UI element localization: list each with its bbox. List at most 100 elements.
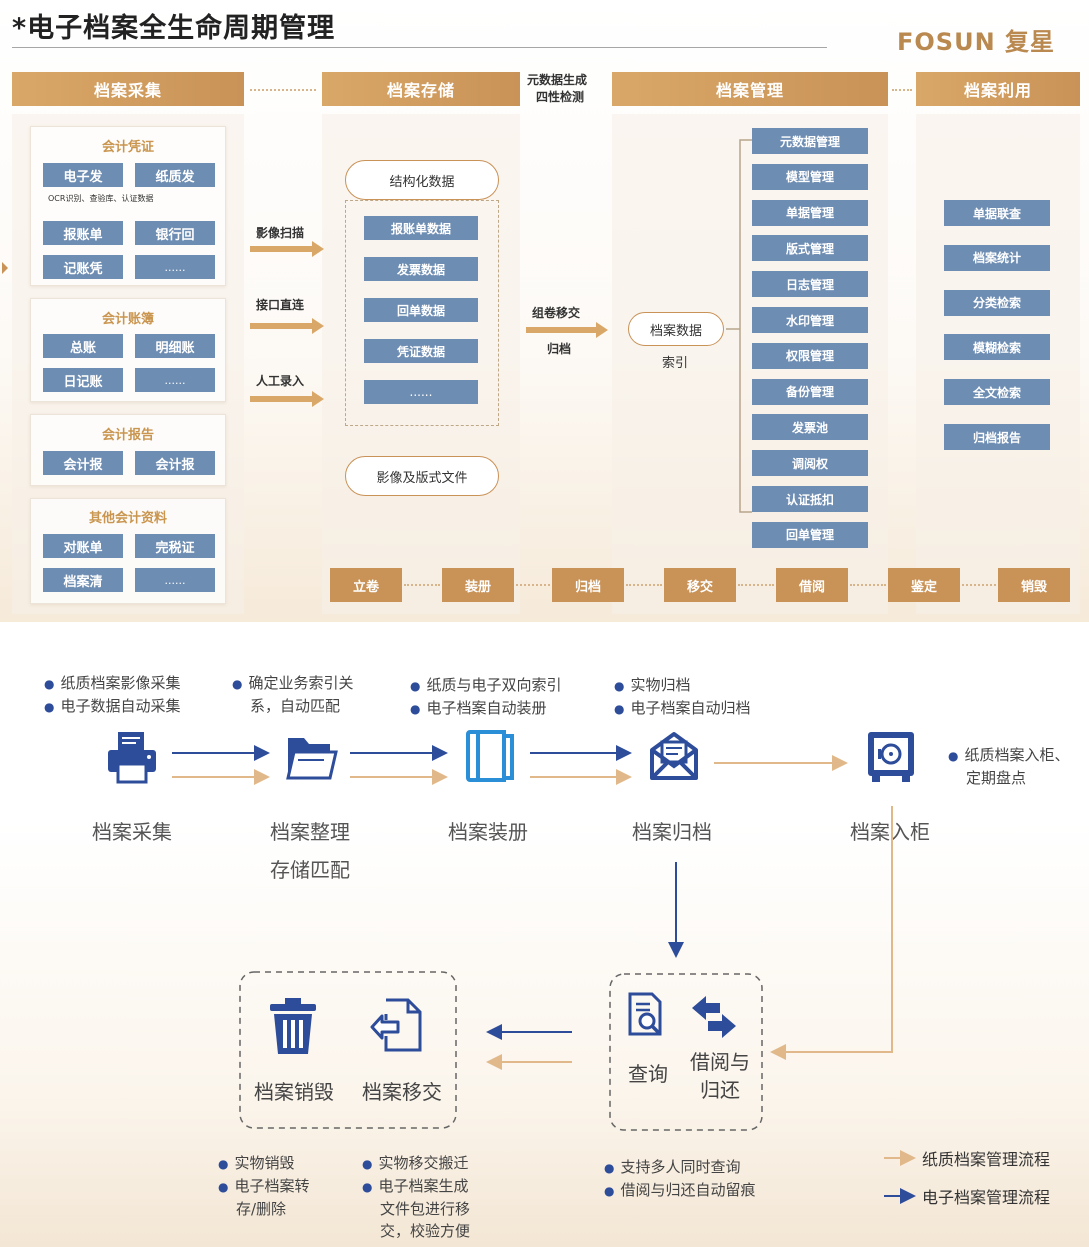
use-item: 档案统计 [944, 244, 1050, 271]
exchange-arrows-icon [692, 996, 736, 1038]
note-move: ●实物移交搬迁 ●电子档案生成 文件包进行移 交，校验方便 [362, 1154, 471, 1240]
stage-connector [250, 89, 316, 91]
flow-step-connector [850, 584, 886, 586]
manage-item: 发票池 [752, 414, 868, 441]
fosun-logo: FOSUN 复星 [897, 28, 1056, 56]
storage-item: 回单数据 [364, 298, 478, 322]
node-archive: 档案归档 [632, 820, 712, 844]
use-item: 模糊检索 [944, 334, 1050, 361]
use-column [916, 114, 1080, 614]
manage-item: 认证抵扣 [752, 486, 868, 512]
collect-item: 报账单 [43, 221, 123, 245]
flow-step-connector [404, 584, 440, 586]
flow-step-connector [626, 584, 662, 586]
collect-item-more: ...... [135, 568, 215, 592]
manage-bracket [726, 139, 752, 513]
page-title: *电子档案全生命周期管理 [12, 13, 336, 44]
archive-process-flow: ●纸质档案影像采集 ●电子数据自动采集 ●确定业务索引关 系，自动匹配 ●纸质与… [0, 640, 1089, 1247]
note-archive: ●实物归档 ●电子档案自动归档 [614, 676, 751, 717]
node-organize: 档案整理 [270, 820, 350, 844]
collect-item-more: ...... [135, 255, 215, 279]
note-collect: ●纸质档案影像采集 ●电子数据自动采集 [44, 674, 181, 715]
stage-collect: 档案采集 [12, 72, 244, 106]
collect-item: 记账凭 [43, 255, 123, 279]
node-cabinet: 档案入柜 [850, 820, 930, 844]
manage-item: 模型管理 [752, 163, 868, 190]
collect-item: 会计报 [43, 451, 123, 475]
stage-note-check: 四性检测 [536, 90, 585, 104]
bottom-flow-steps: 立卷装册归档移交借阅鉴定销毁 [0, 568, 1089, 604]
node-return: 归还 [700, 1078, 740, 1102]
document-search-icon [628, 992, 662, 1036]
flow-step: 归档 [552, 568, 624, 602]
collect-item: 总账 [43, 334, 123, 358]
node-move: 档案移交 [362, 1080, 442, 1104]
storage-item: 凭证数据 [364, 339, 478, 363]
manage-item: 水印管理 [752, 307, 868, 333]
group-title: 其他会计资料 [88, 511, 167, 526]
collect-item: 银行回 [135, 221, 215, 245]
node-destroy: 档案销毁 [254, 1080, 334, 1104]
legend-electronic: 电子档案管理流程 [922, 1188, 1051, 1207]
manage-item: 权限管理 [752, 342, 868, 369]
collect-item: 对账单 [43, 534, 123, 558]
manage-item: 备份管理 [752, 378, 868, 405]
manage-item: 调阅权 [752, 450, 868, 477]
node-collect: 档案采集 [92, 820, 172, 844]
use-item: 分类检索 [944, 289, 1050, 316]
node-borrow: 借阅与 [690, 1050, 750, 1074]
note-organize: ●确定业务索引关 系，自动匹配 [232, 674, 354, 715]
flow-arrows [172, 745, 916, 1204]
storage-item: 发票数据 [364, 257, 478, 281]
transfer-arrow [526, 322, 608, 338]
use-item: 全文检索 [944, 379, 1050, 406]
folder-icon [286, 738, 338, 780]
stage-connector [892, 89, 912, 91]
manage-item: 回单管理 [752, 521, 868, 548]
index-label: 索引 [662, 356, 689, 371]
stage-storage: 档案存储 [322, 72, 520, 106]
method-api-label: 接口直连 [256, 298, 305, 312]
manage-item: 单据管理 [752, 199, 868, 226]
group-title: 会计报告 [101, 428, 154, 443]
node-bind: 档案装册 [448, 820, 528, 844]
stage-use: 档案利用 [916, 72, 1080, 106]
trash-icon [270, 998, 316, 1054]
node-query: 查询 [628, 1062, 668, 1086]
archive-data-pill: 档案数据 [628, 312, 724, 346]
flow-step-connector [738, 584, 774, 586]
flow-step: 移交 [664, 568, 736, 602]
printer-icon [108, 732, 156, 784]
note-bind: ●纸质与电子双向索引 ●电子档案自动装册 [410, 676, 562, 717]
storage-item: 报账单数据 [364, 216, 478, 240]
stage-note-metadata: 元数据生成 [527, 73, 588, 87]
note-query: ●支持多人同时查询 ●借阅与归还自动留痕 [604, 1158, 756, 1199]
transfer-label: 组卷移交 [532, 306, 581, 320]
safe-cabinet-icon [868, 732, 914, 782]
flow-step: 借阅 [776, 568, 848, 602]
lifecycle-architecture-diagram: *电子档案全生命周期管理 FOSUN 复星 档案采集 档案存储 档案管理 档案利… [0, 0, 1089, 622]
method-manual-label: 人工录入 [256, 374, 305, 388]
note-destroy: ●实物销毁 ●电子档案转 存/删除 [218, 1154, 310, 1218]
collect-item: 纸质发 [135, 163, 215, 187]
collect-item: 电子发 [43, 163, 123, 187]
flow-step: 鉴定 [888, 568, 960, 602]
stage-manage: 档案管理 [612, 72, 888, 106]
method-scan-label: 影像扫描 [256, 226, 305, 240]
manage-item: 版式管理 [752, 235, 868, 262]
collect-item: 会计报 [135, 451, 215, 475]
group-title: 会计凭证 [101, 140, 154, 155]
image-file-pill: 影像及版式文件 [345, 456, 499, 496]
use-item: 归档报告 [944, 424, 1050, 450]
structured-data-pill: 结构化数据 [345, 160, 499, 200]
title-underline [12, 47, 827, 48]
file-transfer-icon [370, 998, 422, 1052]
note-cabinet: ●纸质档案入柜、 定期盘点 [948, 746, 1070, 787]
flow-step-connector [962, 584, 996, 586]
collect-item-more: ...... [135, 368, 215, 392]
use-item: 单据联查 [944, 200, 1050, 226]
collect-item: 日记账 [43, 368, 123, 392]
flow-step: 销毁 [998, 568, 1070, 602]
node-organize-sub: 存储匹配 [270, 858, 350, 882]
collect-arrows [250, 241, 324, 407]
